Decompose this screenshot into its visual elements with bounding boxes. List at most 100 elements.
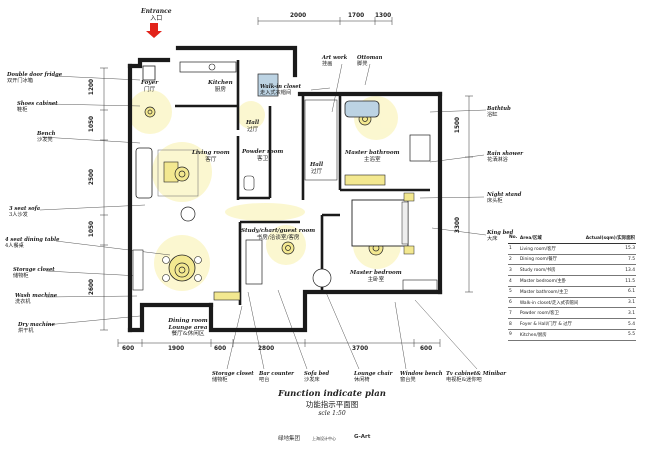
king-bed <box>351 199 409 247</box>
bottom-dim-5: 3700 <box>352 346 369 352</box>
bar-counter <box>213 291 241 301</box>
night-stand-1 <box>403 192 415 202</box>
left-dim-5: 2600 <box>89 278 96 296</box>
hob-shape <box>208 63 216 71</box>
glow-hall <box>237 101 265 129</box>
logo-gart: G-Art <box>354 434 371 440</box>
bottom-dim-2: 1900 <box>168 346 185 352</box>
bottom-dim-4: 2800 <box>258 346 275 352</box>
lounge-chair-living <box>180 206 196 222</box>
area-table-header: No. Area/区域 Actual(sqm)/实际面积 <box>508 233 636 244</box>
entrance-label: Entrance 入口 <box>141 8 172 22</box>
left-dim-1: 1200 <box>89 78 96 96</box>
top-dim-2: 1700 <box>348 13 365 19</box>
logo-greenland: 绿地集团 <box>278 436 301 442</box>
title-cn: 功能指示平面图 <box>305 400 359 409</box>
study-lounge-chair <box>312 268 332 288</box>
bottom-dim-6: 600 <box>420 346 433 352</box>
bottom-dim-3: 600 <box>214 346 227 352</box>
kitchen-glass <box>257 73 279 97</box>
living-rug <box>157 149 199 197</box>
left-dim-2: 1050 <box>89 115 96 133</box>
walls <box>127 45 443 333</box>
sofa-shape <box>135 147 153 199</box>
dimension-lines <box>100 17 473 347</box>
title-en: Function indicate plan <box>278 389 386 399</box>
fridge-shape <box>142 65 156 81</box>
col-no: No. <box>508 233 519 244</box>
col-area: Area/区域 <box>518 233 583 244</box>
top-dim-3: 1300 <box>375 13 392 19</box>
vanity <box>344 174 386 186</box>
night-stand-2 <box>403 245 415 255</box>
walkin-closet <box>304 99 338 181</box>
interior-walls <box>175 60 430 305</box>
drawing-title: Function indicate plan 功能指示平面图 scle 1:50 <box>272 389 392 417</box>
entrance-arrow <box>146 23 162 38</box>
kitchen-counter <box>179 61 237 73</box>
glow-corridor <box>225 203 305 221</box>
bathtub-shape <box>344 100 380 118</box>
logo-design-center: 上海设计中心 <box>312 436 336 441</box>
powder-toilet <box>243 175 255 191</box>
left-dim-4: 1050 <box>89 220 96 238</box>
rain-shower <box>409 134 431 162</box>
entrance-en: Entrance <box>141 8 172 15</box>
light-fixtures <box>144 106 384 278</box>
bottom-dim-1: 600 <box>122 346 135 352</box>
right-dim-1: 1500 <box>455 116 462 134</box>
entrance-cn: 入口 <box>150 15 163 22</box>
scale-label: scle 1:50 <box>318 410 346 417</box>
right-dim-2: 3300 <box>455 216 462 234</box>
sofa-bed <box>245 239 263 285</box>
top-dim-1: 2000 <box>290 13 307 19</box>
tv-cabinet <box>402 279 438 291</box>
col-actual: Actual(sqm)/实际面积 <box>582 233 636 244</box>
leader-lines <box>39 63 487 370</box>
left-dim-3: 2500 <box>89 168 96 186</box>
